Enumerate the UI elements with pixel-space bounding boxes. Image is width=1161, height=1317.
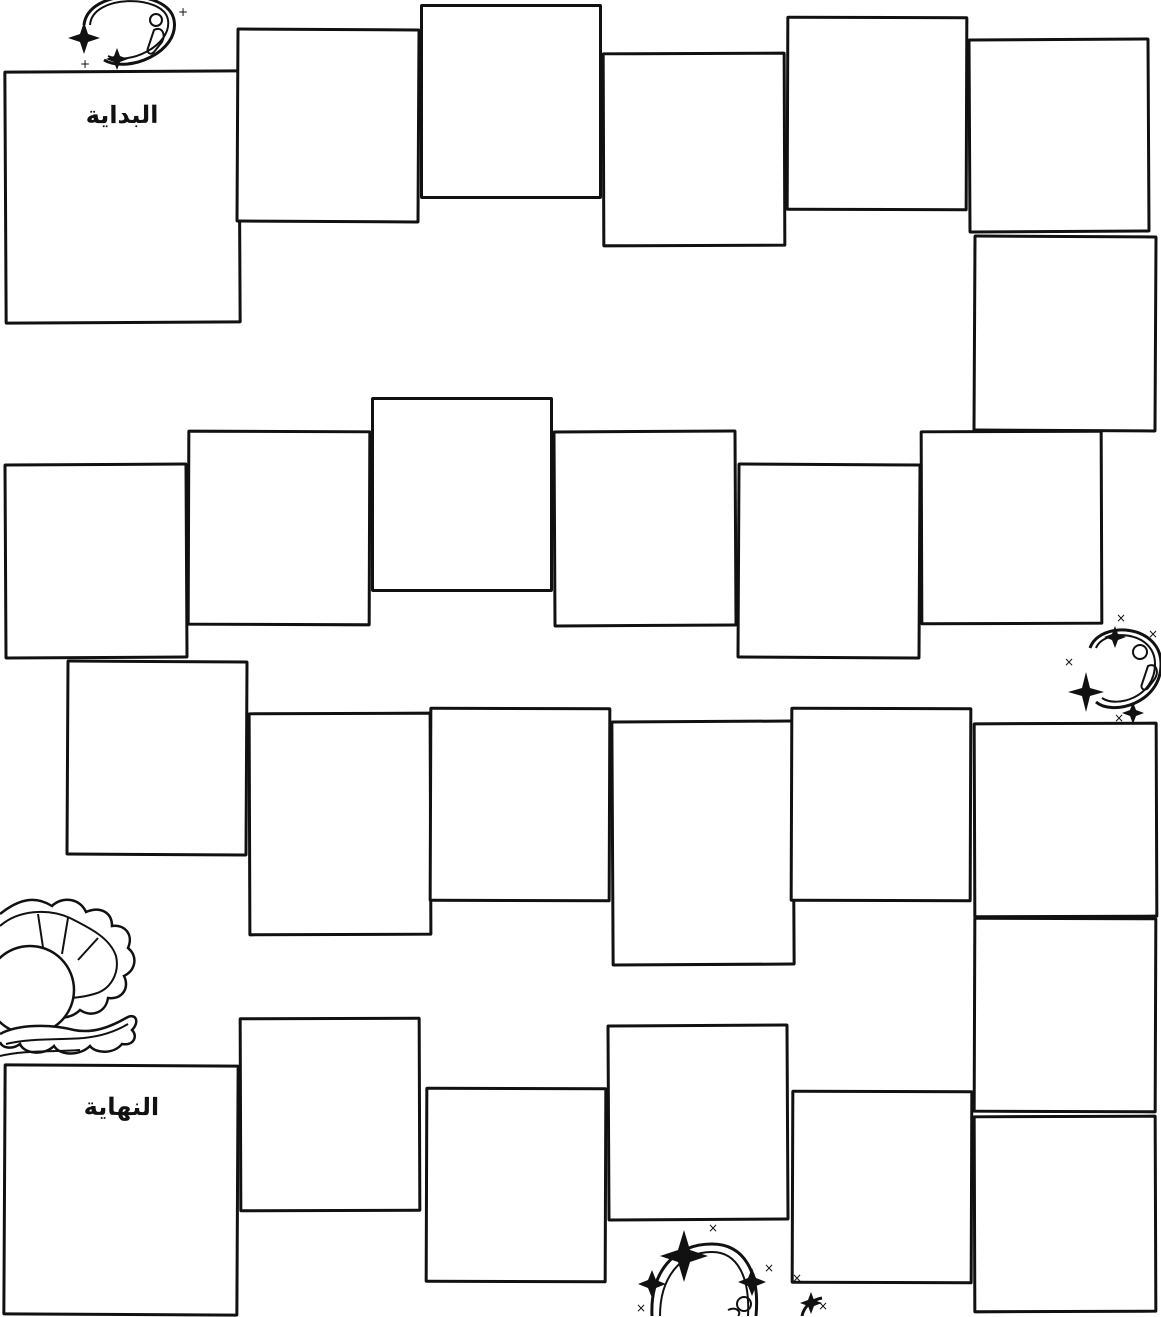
board-cell-end[interactable]: النهاية [2,1063,239,1316]
board-cell[interactable] [786,16,969,212]
svg-text:×: × [708,1221,718,1235]
board-cell[interactable] [736,463,921,660]
svg-text:+: + [80,57,90,71]
board-cell[interactable] [552,430,737,628]
board-cell[interactable] [420,4,602,199]
board-cell[interactable] [920,430,1104,626]
pearl-ring-sparkle-icon: × × × × [1060,610,1161,726]
svg-text:×: × [818,1299,828,1313]
oyster-pearl-icon [0,894,142,1066]
svg-text:×: × [1114,711,1124,725]
board-cell-start[interactable]: البداية [3,69,241,324]
board-cell[interactable] [425,1087,608,1284]
start-label: البداية [6,100,237,129]
board-cell[interactable] [790,707,973,903]
svg-text:×: × [1148,627,1158,641]
board-cell[interactable] [239,1017,422,1213]
svg-text:×: × [764,1261,774,1275]
board-cell[interactable] [610,720,795,967]
board-cell[interactable] [235,28,420,224]
board-cell[interactable] [65,660,248,857]
pearl-ring-sparkle-icon: + + [66,0,196,74]
end-label: النهاية [6,1092,236,1121]
svg-text:+: + [178,5,188,19]
board-cell[interactable] [973,722,1159,919]
board-cell[interactable] [187,430,372,627]
board-cell[interactable] [248,712,433,937]
board-cell[interactable] [967,38,1150,234]
board-cell[interactable] [371,397,553,592]
board-cell[interactable] [429,707,612,903]
board-cell[interactable] [972,235,1157,433]
pearl-ring-sparkle-icon: × × × × × [632,1220,838,1316]
svg-text:×: × [1064,655,1074,669]
svg-text:×: × [792,1271,802,1285]
svg-text:×: × [636,1301,646,1315]
board-cell[interactable] [973,1115,1158,1314]
board-cell[interactable] [602,52,787,248]
board-cell[interactable] [3,463,188,660]
board-cell[interactable] [973,917,1158,1114]
board-cell[interactable] [606,1024,789,1222]
svg-text:×: × [1116,611,1126,625]
